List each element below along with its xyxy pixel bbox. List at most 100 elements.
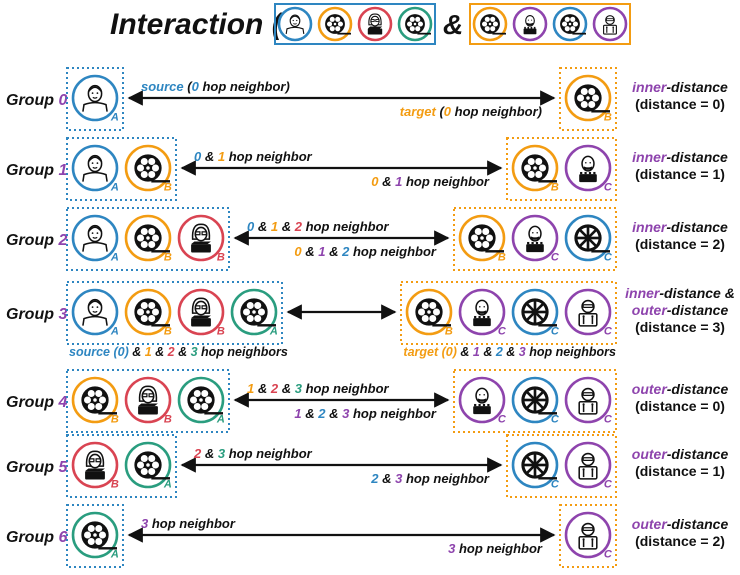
label-part: outer: [632, 302, 669, 318]
reel-hole: [485, 234, 494, 242]
eye: [91, 306, 94, 309]
reel-hole: [201, 402, 209, 410]
group-word: Group: [6, 92, 58, 109]
visor: [582, 392, 594, 396]
reel-hole: [140, 158, 148, 166]
clapper: [473, 318, 491, 327]
clapper: [473, 406, 491, 415]
reel-hole: [327, 21, 333, 27]
reel-hole: [148, 240, 156, 248]
distance-value: (distance = 2): [635, 533, 725, 549]
label-part: 1: [294, 406, 301, 421]
reel-hole: [417, 21, 423, 27]
visor: [582, 457, 594, 461]
glasses: [194, 305, 201, 310]
node: [591, 468, 594, 471]
head: [194, 226, 208, 242]
reel-hole: [95, 525, 103, 533]
reel-hole: [588, 100, 596, 108]
eye: [292, 19, 294, 22]
label-part: 0: [294, 244, 302, 259]
clapper-stripe: [478, 403, 481, 407]
reel-hole: [151, 234, 159, 242]
group-label: Group 3: [6, 306, 67, 323]
reel-hole: [84, 396, 92, 404]
label-part: 1: [473, 345, 480, 359]
reel-hole: [471, 234, 479, 242]
reel-hole: [527, 158, 535, 166]
reel-hole: [490, 16, 496, 22]
reel-hole: [588, 88, 596, 96]
hair: [87, 156, 103, 163]
mouth: [92, 96, 98, 99]
reel-hole: [148, 467, 156, 475]
head: [581, 522, 595, 537]
group-label: Group 4: [6, 394, 67, 411]
reel-film: [98, 412, 117, 415]
director-icon: C: [458, 288, 507, 337]
target-hop-label: 1 & 2 & 3 hop neighbor: [294, 406, 437, 421]
target-cluster-box: [559, 67, 617, 131]
target-hop-label: 3 hop neighbor: [448, 541, 543, 556]
shoulders: [82, 315, 108, 326]
clapper-top: [191, 315, 211, 319]
film-reel-icon: [552, 6, 588, 42]
group-label: Group 5: [6, 459, 68, 476]
label-part: (: [184, 79, 194, 94]
reel-hole: [151, 164, 159, 172]
mouth: [92, 310, 98, 313]
reel-hole: [562, 21, 568, 27]
reel-hole: [421, 314, 429, 322]
reel-hole: [246, 314, 254, 322]
label-part: 2: [294, 219, 303, 234]
mustache: [583, 166, 593, 170]
clapper-top: [367, 26, 383, 29]
distance-type: inner-distance: [632, 149, 728, 165]
clapper: [85, 471, 105, 480]
label-part: hop neighbor: [455, 541, 543, 556]
clapper: [579, 174, 597, 183]
label-part: 2: [193, 446, 202, 461]
clapper-stripe: [580, 171, 583, 175]
source-cluster-box: [66, 67, 124, 131]
title-ampersand: &: [443, 9, 463, 40]
reel-hole: [140, 228, 148, 236]
reel-hole: [535, 158, 543, 166]
film-reel-icon: B: [405, 288, 453, 337]
mouth: [92, 236, 98, 239]
target-cluster-box: [506, 434, 617, 498]
reel-hole: [193, 390, 201, 398]
target-cluster-box: [400, 281, 617, 345]
source-caption: source (0) & 1 & 2 & 3 hop neighbors: [69, 345, 288, 359]
reel-hole: [87, 402, 95, 410]
distance-type: outer-distance: [632, 381, 729, 397]
node: [591, 403, 594, 406]
reel-hole: [137, 234, 145, 242]
glasses: [194, 231, 201, 236]
label-part: &: [129, 345, 145, 359]
glasses: [88, 458, 95, 463]
reel-hole: [482, 21, 488, 27]
type-letter: C: [604, 478, 613, 490]
target-cluster-box: [453, 369, 617, 433]
label-part: &: [175, 345, 191, 359]
target-hop-label: target (0 hop neighbor): [400, 104, 542, 119]
reel-hole: [482, 228, 490, 236]
group-word: Group: [6, 162, 58, 179]
label-part: &: [278, 219, 295, 234]
type-letter: C: [551, 413, 560, 425]
reel-hole: [243, 308, 251, 316]
woman-icon: B: [124, 376, 172, 425]
wheel-hub: [532, 462, 538, 468]
person-icon: A: [71, 288, 119, 337]
label-part: 3: [395, 471, 403, 486]
clapper-stripe: [487, 403, 490, 407]
reel-hub: [199, 398, 203, 402]
type-letter: B: [217, 325, 225, 337]
clapper-stripe: [535, 241, 539, 245]
reel-film: [492, 32, 506, 35]
source-hop-label: 0 & 1 & 2 hop neighbor: [247, 219, 390, 234]
reel-film: [204, 412, 223, 415]
person-icon: A: [71, 74, 119, 123]
